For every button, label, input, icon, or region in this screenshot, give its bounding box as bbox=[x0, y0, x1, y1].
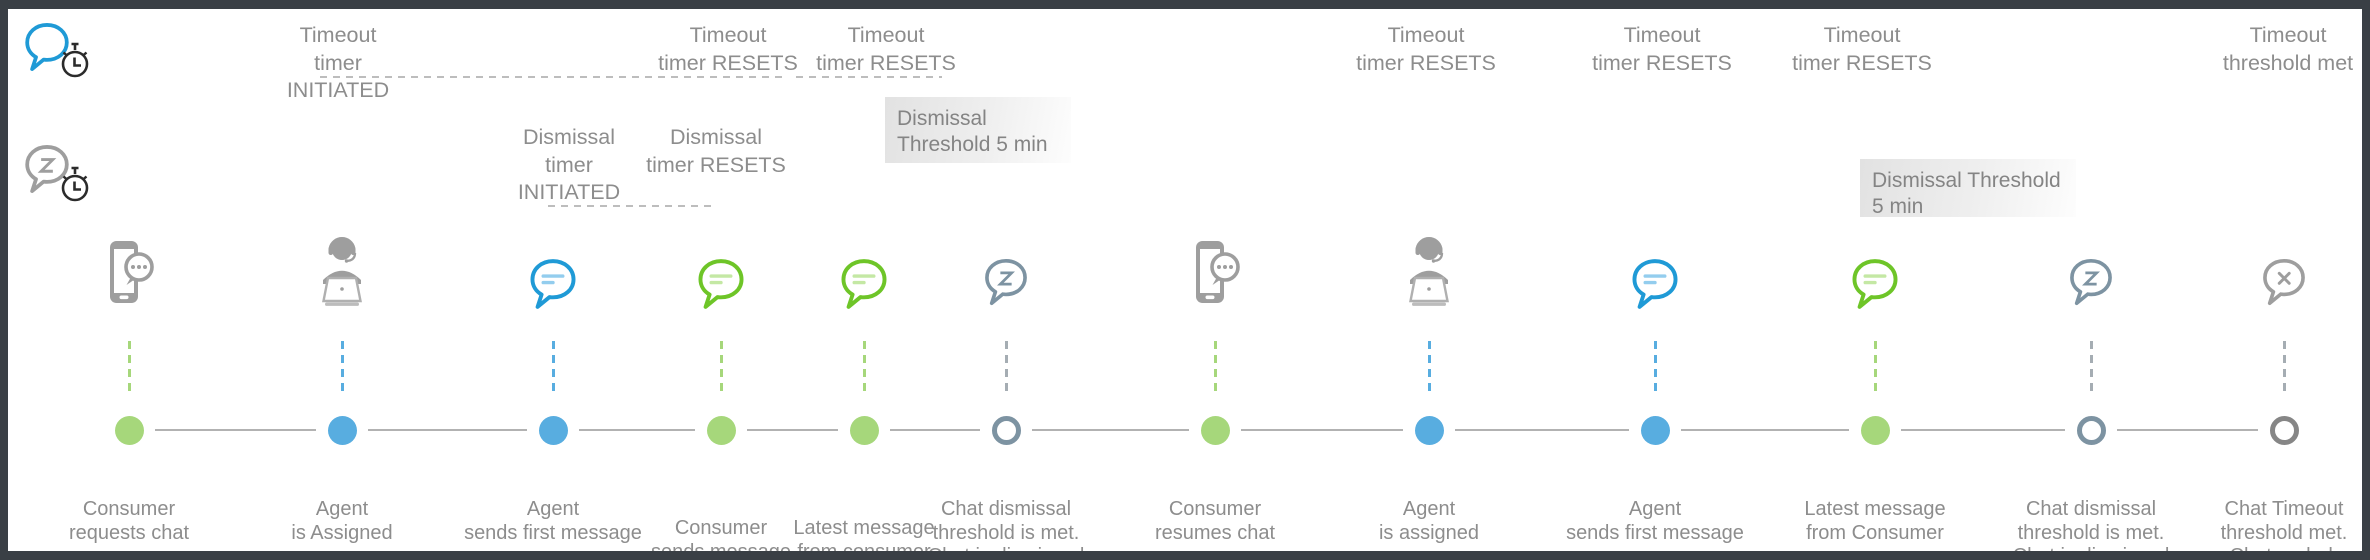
timeline-connector bbox=[2117, 429, 2258, 432]
dismissal-annotation: Dismissal timer INITIATED bbox=[517, 125, 621, 204]
timeline-connector bbox=[1455, 429, 1629, 432]
chat-bubble-green-icon bbox=[836, 255, 892, 318]
dismissal-threshold-box: Dismissal Threshold 5 min bbox=[885, 97, 1071, 163]
timeline-connector bbox=[890, 429, 980, 432]
chat-bubble-z-icon bbox=[980, 255, 1032, 314]
timeout-annotation: Timeout timer RESETS bbox=[1356, 23, 1496, 75]
timeline-dot-green bbox=[1200, 416, 1230, 445]
dismissal-leader-dash bbox=[548, 205, 714, 208]
event-label: Chat dismissal threshold is met. Chat is… bbox=[2013, 498, 2170, 551]
timeline-dot-green bbox=[849, 416, 879, 445]
timeline-connector bbox=[1901, 429, 2065, 432]
event-label: Consumer sends message bbox=[651, 517, 791, 551]
chat-bubble-green-icon bbox=[693, 255, 749, 318]
dismissal-annotation: Dismissal timer RESETS bbox=[646, 125, 786, 177]
timeline-dot-blue bbox=[327, 416, 357, 445]
event-label: Latest message from consumer bbox=[793, 517, 935, 551]
timeline-dot-hollow-gray bbox=[2269, 416, 2299, 445]
timeline-dot-hollow-slate bbox=[991, 416, 1021, 445]
station-chat-bubble-green bbox=[819, 255, 909, 339]
timeline-dot-blue bbox=[538, 416, 568, 445]
event-leader-dash bbox=[1213, 341, 1217, 395]
diagram-canvas: Timeout timer INITIATED Timeout timer RES… bbox=[8, 9, 2362, 551]
event-leader-dash bbox=[2282, 341, 2286, 395]
timeline-connector bbox=[1681, 429, 1849, 432]
event-leader-dash bbox=[1653, 341, 1657, 395]
timeline-connector bbox=[747, 429, 838, 432]
station-chat-bubble-green bbox=[676, 255, 766, 339]
event-leader-dash bbox=[127, 341, 131, 395]
event-label: Agent sends first message bbox=[464, 498, 642, 544]
timeline-connector bbox=[579, 429, 695, 432]
chat-bubble-z-icon bbox=[2065, 255, 2117, 314]
chat-bubble-x-icon bbox=[2258, 255, 2310, 314]
event-label: Chat Timeout threshold met. Chat ended. bbox=[2220, 498, 2348, 551]
timeline-dot-green bbox=[114, 416, 144, 445]
timeout-leader-dash bbox=[320, 76, 784, 79]
dismissal-timer-legend bbox=[20, 141, 98, 208]
chat-bubble-z-timer-icon bbox=[20, 145, 98, 207]
timeout-timer-legend bbox=[20, 19, 98, 86]
chat-bubble-green-icon bbox=[1847, 255, 1903, 318]
timeline-dot-green bbox=[1860, 416, 1890, 445]
event-leader-dash bbox=[862, 341, 866, 395]
timeline-connector bbox=[1032, 429, 1189, 432]
timeout-annotation: Timeout timer RESETS bbox=[1792, 23, 1932, 75]
event-leader-dash bbox=[719, 341, 723, 395]
event-leader-dash bbox=[1004, 341, 1008, 395]
event-label: Chat dismissal threshold is met. Chat is… bbox=[928, 498, 1085, 551]
station-agent bbox=[297, 233, 387, 317]
station-phone-chat bbox=[1170, 237, 1260, 321]
event-label: Latest message from Consumer bbox=[1804, 498, 1946, 544]
station-chat-bubble-z bbox=[961, 255, 1051, 339]
chat-bubble-blue-icon bbox=[1627, 255, 1683, 318]
timeout-annotation: Timeout timer RESETS bbox=[816, 23, 956, 75]
event-label: Agent is Assigned bbox=[291, 498, 393, 544]
timeout-annotation: Timeout timer INITIATED bbox=[286, 23, 390, 102]
station-agent bbox=[1384, 233, 1474, 317]
timeline-dot-hollow-slate bbox=[2076, 416, 2106, 445]
timeline-dot-blue bbox=[1640, 416, 1670, 445]
event-leader-dash bbox=[1427, 341, 1431, 395]
station-chat-bubble-z bbox=[2046, 255, 2136, 339]
event-leader-dash bbox=[551, 341, 555, 395]
timeout-leader-dash bbox=[796, 76, 942, 79]
phone-chat-icon bbox=[1186, 237, 1244, 318]
timeline-dot-green bbox=[706, 416, 736, 445]
event-label: Agent is assigned bbox=[1378, 498, 1480, 544]
phone-chat-icon bbox=[100, 237, 158, 318]
station-chat-bubble-blue bbox=[1610, 255, 1700, 339]
timeout-annotation: Timeout timer RESETS bbox=[658, 23, 798, 75]
timeout-annotation: Timeout threshold met bbox=[2222, 23, 2354, 75]
timeline-connector bbox=[1241, 429, 1403, 432]
event-leader-dash bbox=[1873, 341, 1877, 395]
station-chat-bubble-green bbox=[1830, 255, 1920, 339]
event-leader-dash bbox=[2089, 341, 2093, 395]
event-label: Agent sends first message bbox=[1566, 498, 1744, 544]
dismissal-threshold-box: Dismissal Threshold 5 min bbox=[1860, 159, 2076, 218]
event-label: Consumer requests chat bbox=[68, 498, 190, 544]
timeline-connector bbox=[368, 429, 527, 432]
event-leader-dash bbox=[340, 341, 344, 395]
event-label: Consumer resumes chat bbox=[1154, 498, 1276, 544]
timeout-annotation: Timeout timer RESETS bbox=[1592, 23, 1732, 75]
station-phone-chat bbox=[84, 237, 174, 321]
agent-icon bbox=[1392, 233, 1466, 320]
timeline-dot-blue bbox=[1414, 416, 1444, 445]
chat-bubble-timer-icon bbox=[20, 23, 98, 85]
station-chat-bubble-x bbox=[2239, 255, 2329, 339]
station-chat-bubble-blue bbox=[508, 255, 598, 339]
timeline-connector bbox=[155, 429, 316, 432]
chat-bubble-blue-icon bbox=[525, 255, 581, 318]
agent-icon bbox=[305, 233, 379, 320]
